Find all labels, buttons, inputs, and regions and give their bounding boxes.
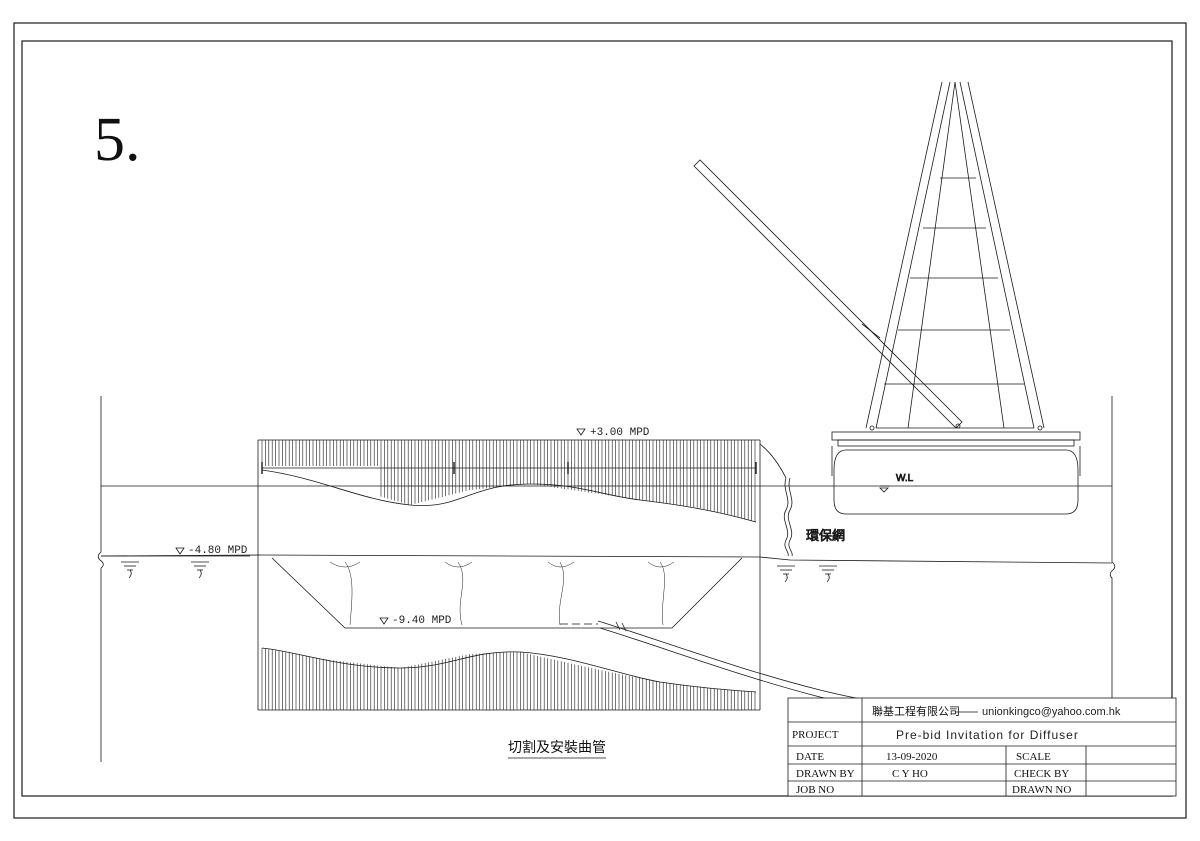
- scale-label: SCALE: [1016, 751, 1051, 763]
- svg-text:-4.80 MPD: -4.80 MPD: [188, 545, 248, 557]
- level-marker-seabed: -4.80 MPD: [101, 545, 250, 557]
- hatch-boundary-bottom: [261, 647, 757, 693]
- sheet-pile-hatch-top: [261, 440, 757, 522]
- seabed-symbols: [121, 561, 837, 583]
- sheet-pile-hatch-bottom: [261, 648, 756, 710]
- section-limits: [97, 396, 1116, 770]
- drawn-no-label: DRAWN NO: [1012, 784, 1071, 796]
- crane-boom: [693, 159, 963, 429]
- title-block-text: 聯基工程有限公司 unionkingco@yahoo.com.hk PROJEC…: [792, 704, 1121, 796]
- dredged-trench: [271, 557, 743, 629]
- drawn-by-label: DRAWN BY: [796, 768, 855, 780]
- seabed-line: [100, 554, 1113, 564]
- project-label: PROJECT: [792, 729, 839, 741]
- outer-border: [13, 22, 1187, 819]
- inner-border: [21, 40, 1173, 797]
- title-block: [787, 697, 1177, 797]
- drawn-by-value: C Y HO: [892, 768, 928, 780]
- check-by-label: CHECK BY: [1014, 768, 1069, 780]
- silt-curtain: 環保網: [759, 443, 845, 557]
- svg-text:-9.40 MPD: -9.40 MPD: [392, 615, 452, 627]
- caption: 切割及安裝曲管: [508, 739, 606, 759]
- company-email: unionkingco@yahoo.com.hk: [982, 706, 1121, 718]
- water-line-label: W.L: [896, 473, 914, 484]
- trench-slump-lines: [329, 561, 675, 626]
- level-marker-dredge: -9.40 MPD: [379, 615, 452, 627]
- svg-text:切割及安裝曲管: 切割及安裝曲管: [508, 739, 606, 756]
- a-frame-tower: [865, 81, 1045, 431]
- company-name: 聯基工程有限公司: [872, 704, 960, 718]
- level-marker-top: +3.00 MPD: [576, 427, 650, 439]
- svg-text:+3.00 MPD: +3.00 MPD: [590, 427, 650, 439]
- sheet-number: 5.: [94, 106, 141, 174]
- silt-curtain-label: 環保網: [806, 528, 845, 543]
- job-no-label: JOB NO: [796, 784, 834, 796]
- date-value: 13-09-2020: [886, 751, 938, 763]
- barge: W.L: [831, 431, 1081, 515]
- project-value: Pre-bid Invitation for Diffuser: [896, 728, 1079, 742]
- hatch-boundary-top: [261, 469, 757, 523]
- date-label: DATE: [796, 751, 824, 763]
